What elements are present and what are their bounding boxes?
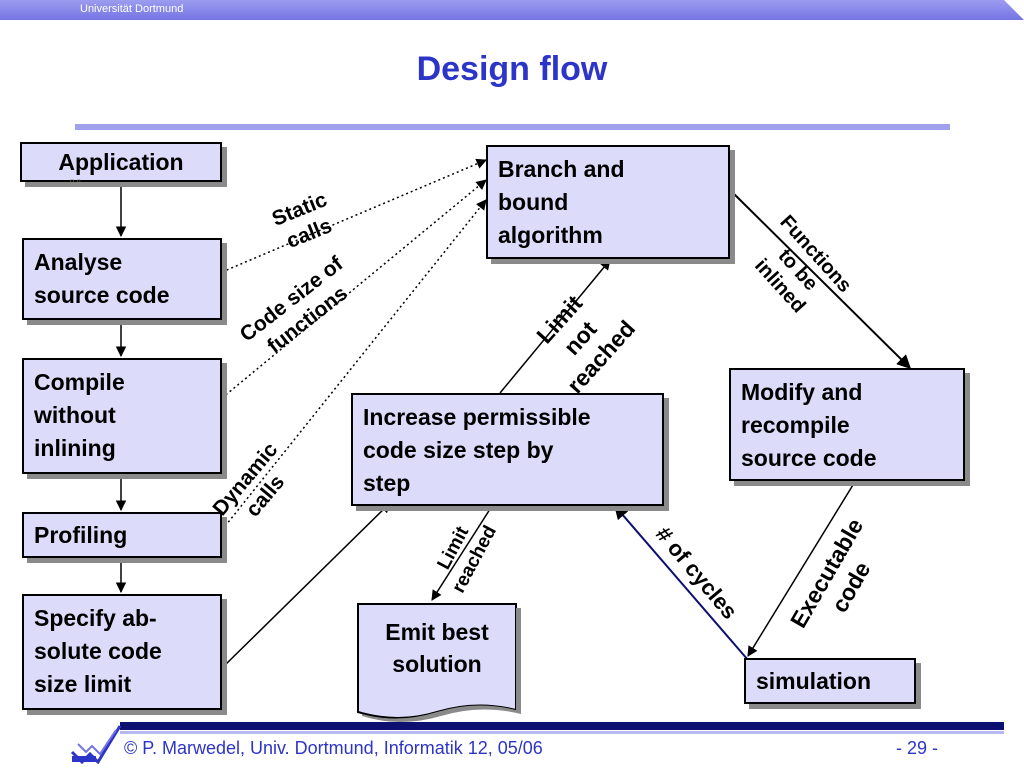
analyse-line-1: Analyse	[34, 249, 123, 275]
compile-line-3: inlining	[34, 435, 116, 461]
node-application: Application	[20, 142, 222, 182]
increase-line-1: Increase permissible	[363, 404, 591, 430]
university-name: Universität Dortmund	[80, 3, 184, 15]
edge-code-size	[221, 179, 487, 399]
title-underline	[75, 124, 950, 130]
modify-line-3: source code	[741, 445, 877, 471]
specify-line-1: Specify ab-	[34, 605, 157, 631]
edge-static-calls	[221, 158, 487, 273]
branch-line-1: Branch and	[498, 156, 625, 182]
node-modify-and-recompile: Modify and recompile source code	[729, 368, 965, 481]
branch-line-2: bound	[498, 189, 569, 215]
increase-line-2: code size step by	[363, 437, 554, 463]
node-increase-code-size: Increase permissible code size step by s…	[351, 393, 664, 506]
modify-line-1: Modify and	[741, 379, 863, 405]
specify-line-3: size limit	[34, 671, 132, 697]
footer-copyright: © P. Marwedel, Univ. Dortmund, Informati…	[124, 738, 543, 758]
node-compile-without-inlining: Compile without inlining	[22, 358, 222, 474]
footer-bar-accent	[120, 731, 1004, 734]
edge-modify-simulation	[747, 479, 857, 657]
node-simulation: simulation	[744, 658, 916, 704]
branch-line-3: algorithm	[498, 222, 603, 248]
node-analyse-source-code: Analyse source code	[22, 238, 222, 320]
page-number: - 29 -	[896, 738, 939, 758]
application-label: Application	[58, 149, 184, 175]
emit-line-1: Emit best	[385, 619, 489, 645]
edge-simulation-increase	[614, 504, 749, 661]
header-bar	[0, 0, 1024, 20]
footer-bar	[120, 722, 1004, 730]
university-logo-icon	[70, 725, 122, 764]
slide-title: Design flow	[416, 50, 608, 88]
edge-dynamic-calls	[221, 199, 487, 531]
node-specify-code-size-limit: Specify ab- solute code size limit	[22, 594, 222, 710]
edge-specify-increase	[221, 502, 391, 669]
node-profiling: Profiling	[22, 512, 222, 558]
header-bar-corner	[1004, 0, 1024, 20]
simulation-label: simulation	[756, 668, 872, 694]
emit-line-2: solution	[392, 651, 482, 677]
edge-branch-modify	[729, 189, 911, 369]
analyse-line-2: source code	[34, 282, 170, 308]
modify-line-2: recompile	[741, 412, 850, 438]
node-branch-and-bound: Branch and bound algorithm	[486, 145, 730, 259]
compile-line-2: without	[34, 402, 116, 428]
node-emit-best-solution: Emit best solution	[358, 616, 516, 680]
compile-line-1: Compile	[34, 369, 125, 395]
specify-line-2: solute code	[34, 638, 162, 664]
increase-line-3: step	[363, 470, 411, 496]
profiling-label: Profiling	[34, 522, 128, 548]
edge-increase-branch	[499, 259, 611, 394]
edge-increase-emit	[431, 505, 493, 601]
application-marker: ▯ ▯	[70, 177, 82, 186]
emit-solution-shadow	[362, 608, 521, 722]
